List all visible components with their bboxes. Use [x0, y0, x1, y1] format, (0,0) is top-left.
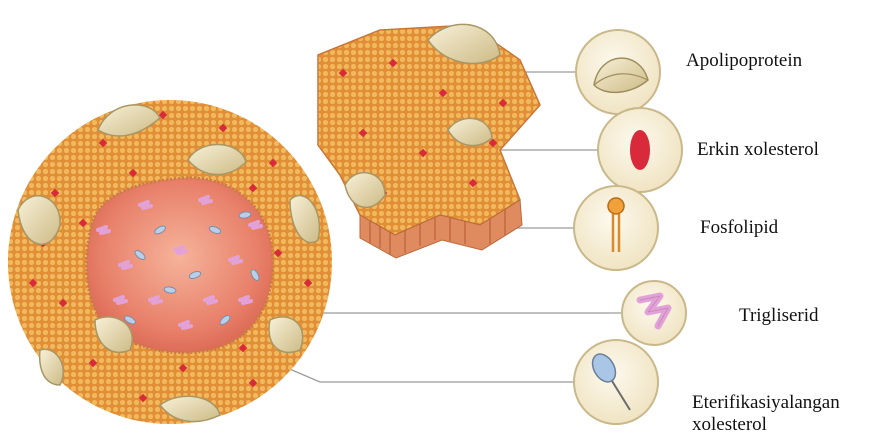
label-free-cholesterol: Erkin xolesterol: [697, 139, 819, 161]
membrane-fragment: [318, 24, 540, 258]
label-phospholipid: Fosfolipid: [700, 217, 778, 239]
label-triglyceride: Trigliserid: [739, 305, 819, 327]
label-apolipoprotein: Apolipoprotein: [686, 50, 802, 72]
legend-badge-apolipoprotein: [576, 30, 660, 114]
legend-badge-esterified-cholesterol: [574, 340, 658, 424]
label-esterified-cholesterol: Eterifikasiyalangan xolesterol: [692, 392, 840, 436]
lipoprotein-sphere: [8, 100, 332, 424]
free-cholesterol-icon: [630, 130, 650, 170]
legend-badge-free-cholesterol: [598, 108, 682, 192]
label-esterified-cholesterol-line1: Eterifikasiyalangan: [692, 392, 840, 414]
legend-badge-phospholipid: [574, 186, 658, 270]
label-esterified-cholesterol-line2: xolesterol: [692, 414, 840, 436]
legend-badge-triglyceride: [622, 281, 686, 345]
